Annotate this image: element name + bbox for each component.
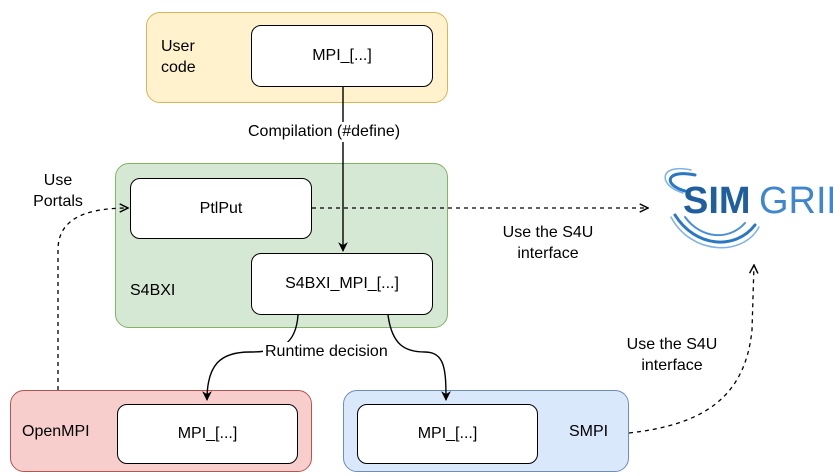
simgrid-logo-grid: GRID [759, 180, 833, 222]
user-code-label: User code [161, 36, 196, 78]
use-portals-line2: Portals [33, 193, 83, 210]
user-code-label-line2: code [161, 59, 196, 76]
s4bxi-label: S4BXI [130, 282, 176, 299]
ptlput-box: PtlPut [130, 178, 312, 239]
s4u-bottom-line2: interface [641, 357, 703, 374]
use-portals-line1: Use [43, 172, 73, 189]
s4u-bottom-label: Use the S4U interface [612, 334, 732, 376]
compilation-label: Compilation (#define) [246, 122, 403, 142]
smpi-label: SMPI [569, 423, 609, 440]
user-code-mpi-box: MPI_[...] [251, 25, 433, 87]
s4u-top-line2: interface [517, 245, 579, 262]
s4u-top-line1: Use the S4U [502, 224, 594, 241]
openmpi-label: OpenMPI [22, 423, 90, 440]
simgrid-logo-sim: SIM [683, 180, 751, 222]
simgrid-logo: SIM GRID [664, 167, 833, 249]
runtime-decision-label: Runtime decision [263, 342, 390, 362]
user-code-label-line1: User [161, 38, 195, 55]
smpi-mpi-box: MPI_[...] [357, 404, 538, 464]
use-portals-label: Use Portals [28, 170, 88, 212]
s4u-top-label: Use the S4U interface [488, 222, 608, 264]
s4u-bottom-line1: Use the S4U [626, 336, 718, 353]
openmpi-mpi-box: MPI_[...] [117, 404, 298, 464]
s4bxi-mpi-box: S4BXI_MPI_[...] [251, 253, 433, 315]
